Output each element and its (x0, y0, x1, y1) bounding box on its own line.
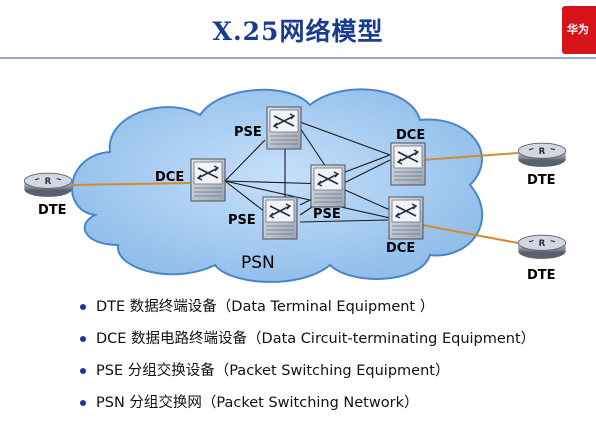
psn-cloud (71, 88, 484, 283)
dte-top-right-router-icon (517, 142, 567, 168)
network-diagram: R (23, 88, 567, 283)
dce-left-label: DCE (155, 170, 185, 185)
huawei-logo: 华为 (562, 6, 596, 54)
legend-text: DTE 数据终端设备（Data Terminal Equipment ） (96, 299, 435, 315)
legend-text: PSN 分组交换网（Packet Switching Network） (96, 395, 419, 411)
dce-left-icon (190, 158, 226, 202)
pse-center-icon (310, 164, 346, 208)
pse-left-icon (262, 196, 298, 240)
legend-item: PSN 分组交换网（Packet Switching Network） (80, 390, 535, 422)
dce-top-right-icon (390, 142, 426, 186)
legend-text: DCE 数据电路终端设备（Data Circuit-terminating Eq… (96, 331, 536, 347)
dte-links (71, 152, 519, 244)
dte-bottom-right-router-icon (517, 234, 567, 260)
dce-bottom-right-label: DCE (386, 241, 416, 256)
title-divider (0, 57, 596, 59)
bullet-icon (80, 304, 86, 310)
psn-label: PSN (241, 253, 275, 273)
pse-top-label: PSE (234, 125, 262, 140)
bullet-icon (80, 400, 86, 406)
dce-top-right-label: DCE (396, 128, 426, 143)
legend-item: DCE 数据电路终端设备（Data Circuit-terminating Eq… (80, 326, 535, 358)
dte-left-router-icon (23, 172, 73, 198)
legend-item: DTE 数据终端设备（Data Terminal Equipment ） (80, 294, 535, 326)
pse-left-label: PSE (228, 213, 256, 228)
page-title: X.25网络模型 (212, 17, 384, 46)
dte-top-right-label: DTE (527, 173, 556, 188)
legend-list: DTE 数据终端设备（Data Terminal Equipment ） DCE… (80, 294, 535, 422)
legend-text: PSE 分组交换设备（Packet Switching Equipment） (96, 363, 450, 379)
dte-bottom-right-label: DTE (527, 268, 556, 283)
pse-top-icon (266, 106, 302, 150)
bullet-icon (80, 336, 86, 342)
bullet-icon (80, 368, 86, 374)
dce-bottom-right-icon (388, 196, 424, 240)
dte-left-label: DTE (38, 203, 67, 218)
pse-center-label: PSE (313, 207, 341, 222)
legend-item: PSE 分组交换设备（Packet Switching Equipment） (80, 358, 535, 390)
